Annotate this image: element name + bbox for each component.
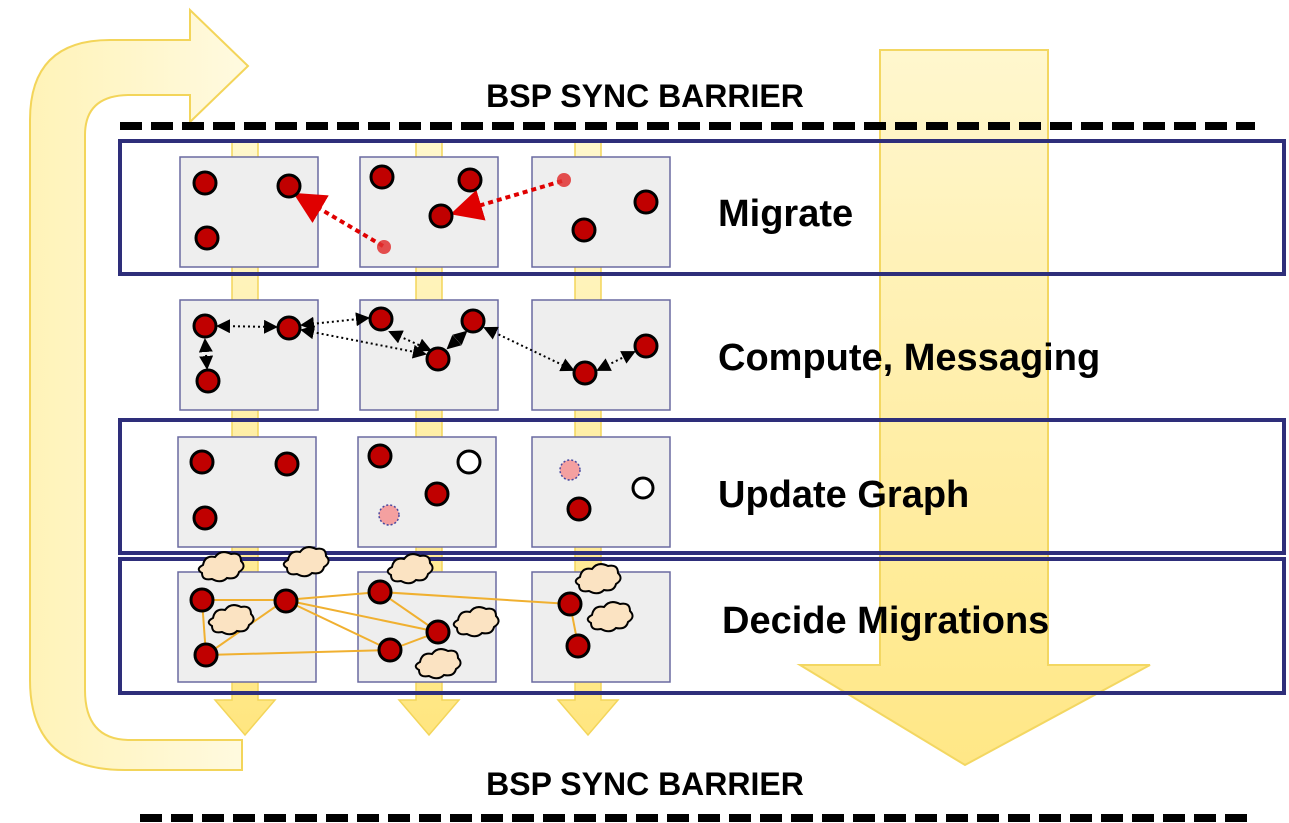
bottom-barrier-label: BSP SYNC BARRIER xyxy=(486,766,804,802)
added-vertex xyxy=(559,459,581,481)
removed-vertex xyxy=(456,449,482,475)
vertex xyxy=(557,591,583,617)
vertex xyxy=(565,633,591,659)
vertex xyxy=(425,619,451,645)
vertex xyxy=(192,313,218,339)
compute-label: Compute, Messaging xyxy=(718,337,1100,379)
message-edge xyxy=(596,351,636,371)
vertex xyxy=(572,360,598,386)
vertex xyxy=(457,167,483,193)
thought-cloud-icon xyxy=(586,601,634,633)
vertex xyxy=(633,333,659,359)
vertex xyxy=(369,164,395,190)
decide-row xyxy=(177,546,671,683)
vertex xyxy=(377,637,403,663)
big-down-arrow xyxy=(796,49,1151,767)
vertex-departed xyxy=(377,240,391,254)
thought-cloud-icon xyxy=(282,546,330,578)
vertex xyxy=(276,315,302,341)
message-edge xyxy=(300,325,427,359)
loop-arrow xyxy=(29,7,250,771)
vertex xyxy=(571,217,597,243)
vertex xyxy=(192,505,218,531)
vertex xyxy=(195,368,221,394)
migrate-row xyxy=(179,156,671,268)
update-frame xyxy=(118,418,1286,555)
graph-edge xyxy=(379,591,571,605)
vertex xyxy=(189,449,215,475)
message-edge xyxy=(300,312,370,331)
vertex xyxy=(368,306,394,332)
vertex xyxy=(428,203,454,229)
vertex xyxy=(276,173,302,199)
vertex xyxy=(189,587,215,613)
graph-edge xyxy=(284,599,391,651)
vertex xyxy=(367,443,393,469)
migrate-label: Migrate xyxy=(718,193,853,235)
graph-edge xyxy=(284,599,439,633)
migration-arrow xyxy=(450,179,563,221)
decide-frame xyxy=(118,557,1286,695)
top-barrier-label: BSP SYNC BARRIER xyxy=(486,78,804,114)
compute-row xyxy=(179,299,671,411)
vertex xyxy=(193,642,219,668)
update-row xyxy=(177,436,671,548)
thought-cloud-icon xyxy=(207,604,255,636)
thought-cloud-icon xyxy=(452,606,500,638)
graph-edge xyxy=(205,649,391,656)
thought-cloud-icon xyxy=(386,553,434,585)
vertex xyxy=(367,579,393,605)
vertex xyxy=(460,308,486,334)
vertex xyxy=(425,346,451,372)
vertex xyxy=(566,496,592,522)
vertex xyxy=(192,170,218,196)
added-vertex xyxy=(378,504,400,526)
message-edge xyxy=(446,330,468,350)
thought-cloud-icon xyxy=(197,551,245,583)
thought-cloud-icon xyxy=(574,563,622,595)
graph-edge xyxy=(284,591,381,601)
vertex xyxy=(194,225,220,251)
vertex xyxy=(424,481,450,507)
removed-vertex xyxy=(631,476,655,500)
vertex xyxy=(273,588,299,614)
update-label: Update Graph xyxy=(718,474,969,516)
vertex-departed xyxy=(557,173,571,187)
decide-label: Decide Migrations xyxy=(722,600,1049,642)
vertex xyxy=(633,189,659,215)
message-edge xyxy=(388,330,432,352)
migration-arrow xyxy=(293,192,385,248)
message-edge xyxy=(483,326,575,372)
vertex xyxy=(274,451,300,477)
migrate-frame xyxy=(118,139,1286,276)
thought-cloud-icon xyxy=(414,648,462,680)
